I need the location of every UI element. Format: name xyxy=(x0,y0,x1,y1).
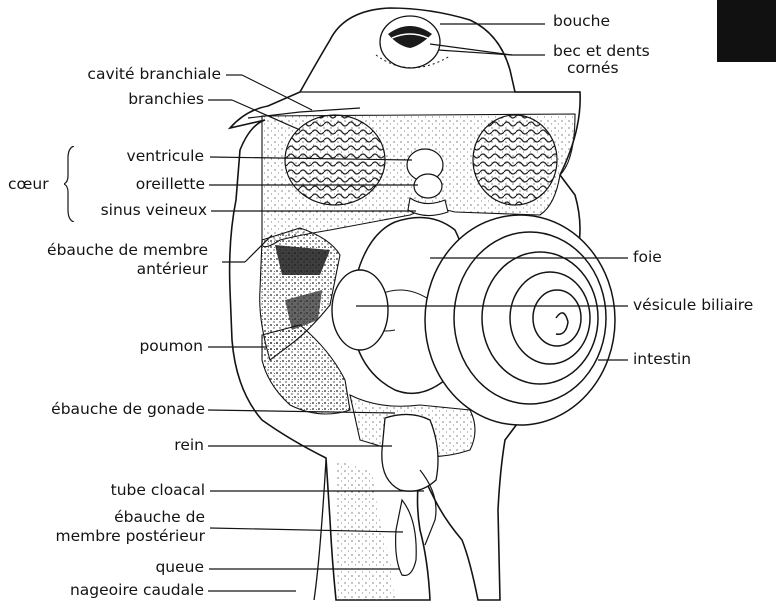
label-bec-et-dents: bec et dents cornés xyxy=(553,42,650,78)
label-vesicule-biliaire: vésicule biliaire xyxy=(633,296,753,315)
label-branchies: branchies xyxy=(128,90,204,109)
mouth-drawing xyxy=(376,16,450,68)
label-ebauche-posterieur: ébauche de membre postérieur xyxy=(56,508,206,546)
lung-region xyxy=(262,325,350,414)
label-rein: rein xyxy=(174,436,204,455)
label-coeur: cœur xyxy=(8,175,49,194)
label-bouche: bouche xyxy=(553,12,610,31)
hindlimb-bud xyxy=(396,500,417,575)
label-sinus-veineux: sinus veineux xyxy=(101,201,207,220)
label-ventricule: ventricule xyxy=(127,147,204,166)
label-foie: foie xyxy=(633,248,662,267)
label-queue: queue xyxy=(155,558,204,577)
gills-left xyxy=(285,115,385,205)
label-ebauche-gonade: ébauche de gonade xyxy=(51,400,205,419)
kidney-shape xyxy=(382,414,438,491)
label-ebauche-anterieur-line2: antérieur xyxy=(47,260,208,279)
label-nageoire-caudale: nageoire caudale xyxy=(70,581,204,600)
tail-region xyxy=(336,460,395,600)
label-ebauche-posterieur-line1: ébauche de xyxy=(56,508,206,527)
gills-right xyxy=(473,115,557,205)
label-tube-cloacal: tube cloacal xyxy=(111,481,205,500)
coeur-brace xyxy=(64,146,76,222)
atrium-shape xyxy=(414,174,442,198)
gall-bladder xyxy=(332,270,388,350)
label-ebauche-anterieur-line1: ébauche de membre xyxy=(47,241,208,260)
label-ebauche-posterieur-line2: membre postérieur xyxy=(56,527,206,546)
label-ebauche-anterieur: ébauche de membre antérieur xyxy=(47,241,208,279)
intestine-spiral xyxy=(425,215,615,425)
label-intestin: intestin xyxy=(633,350,691,369)
label-poumon: poumon xyxy=(139,337,203,356)
label-oreillette: oreillette xyxy=(136,175,205,194)
label-bec-line2: cornés xyxy=(553,59,650,78)
label-cavite-branchiale: cavité branchiale xyxy=(87,65,221,84)
